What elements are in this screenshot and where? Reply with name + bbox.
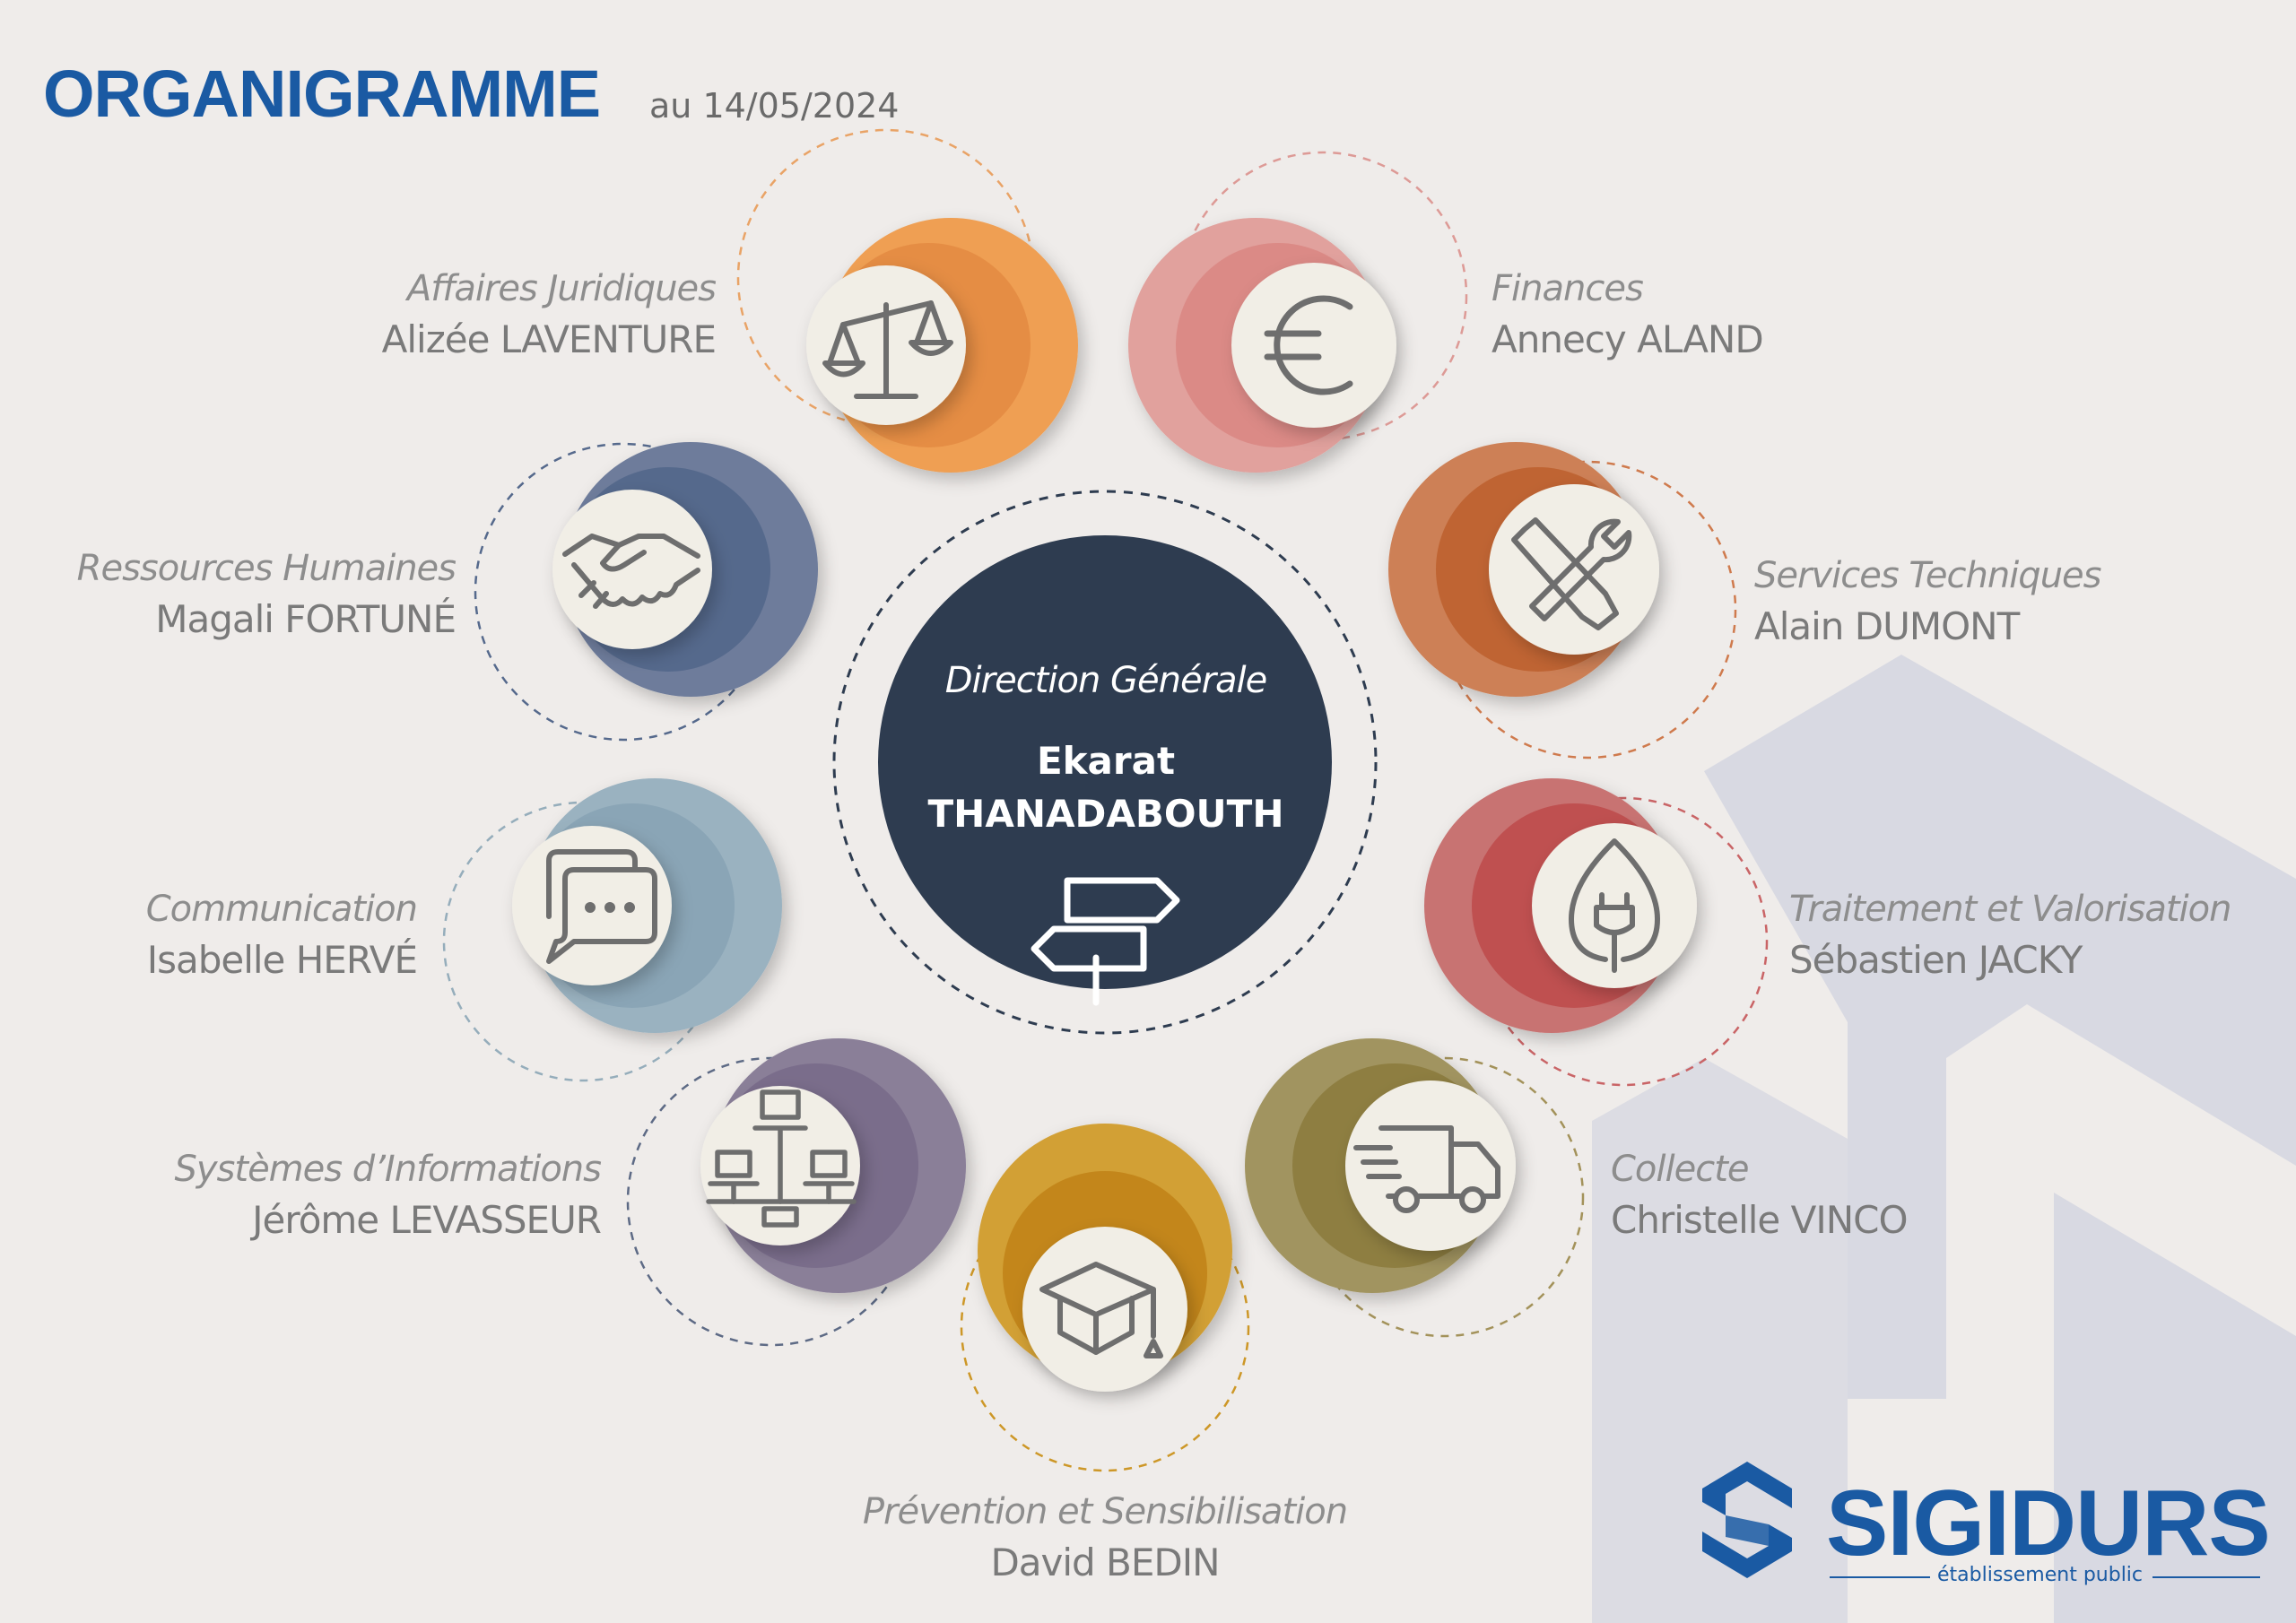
logo-rule-left: [1830, 1576, 1930, 1578]
person-name: Sébastien JACKY: [1789, 938, 2083, 982]
department-name: Prévention et Sensibilisation: [862, 1491, 1348, 1532]
person-name: Alizée LAVENTURE: [381, 317, 717, 361]
center-first-name: Ekarat: [1036, 739, 1176, 783]
person-name: Isabelle HERVÉ: [146, 938, 418, 982]
ring-collecte: [1303, 1056, 1585, 1338]
department-name: Systèmes d’Informations: [174, 1149, 602, 1190]
node-communication: [512, 778, 782, 1033]
person-name: Annecy ALAND: [1492, 317, 1764, 361]
handshake-icon: [562, 534, 700, 609]
department-name: Communication: [145, 889, 418, 930]
center-last-name: THANADABOUTH: [927, 791, 1284, 836]
department-name: Ressources Humaines: [76, 548, 457, 589]
icon-disc: [1489, 484, 1659, 655]
watermark-logo-shape: [1592, 655, 2296, 1623]
node-prevention: [978, 1124, 1232, 1392]
leaf-plug-icon: [1569, 838, 1660, 973]
person-name: Alain DUMONT: [1754, 604, 2020, 648]
node-traitement: [1424, 778, 1697, 1033]
label-juridique: Affaires Juridiques Alizée LAVENTURE: [381, 268, 717, 361]
department-name: Services Techniques: [1754, 555, 2101, 596]
page-title: ORGANIGRAMME: [43, 56, 601, 131]
node-si: [700, 1038, 966, 1293]
department-name: Finances: [1492, 268, 1644, 309]
sigidurs-tagline: établissement public: [1937, 1564, 2144, 1586]
node-collecte: [1245, 1038, 1516, 1293]
person-name: Magali FORTUNÉ: [155, 597, 457, 641]
department-name: Affaires Juridiques: [406, 268, 717, 309]
person-name: David BEDIN: [990, 1541, 1220, 1584]
direction-generale-node: [832, 490, 1378, 1035]
center-person: Ekarat THANADABOUTH: [873, 735, 1339, 841]
label-finances: Finances Annecy ALAND: [1492, 268, 1764, 361]
department-nodes: [512, 218, 1697, 1392]
node-rh: [552, 442, 818, 697]
department-name: Collecte: [1611, 1149, 1750, 1190]
person-name: Jérôme LEVASSEUR: [252, 1198, 602, 1242]
label-si: Systèmes d’Informations Jérôme LEVASSEUR: [174, 1149, 602, 1242]
page-date: au 14/05/2024: [649, 86, 900, 126]
tools-icon: [1511, 517, 1632, 630]
icon-disc: [552, 490, 712, 649]
node-finances: [1128, 218, 1396, 473]
person-name: Christelle VINCO: [1611, 1198, 1909, 1242]
ring-finances: [1178, 151, 1468, 441]
label-communication: Communication Isabelle HERVÉ: [145, 889, 418, 982]
icon-disc: [1231, 263, 1396, 428]
network-icon: [706, 1089, 857, 1228]
ring-traitement: [1478, 796, 1769, 1087]
sigidurs-logo-icon: [1702, 1462, 1792, 1578]
label-rh: Ressources Humaines Magali FORTUNÉ: [76, 548, 457, 641]
truck-icon: [1353, 1125, 1500, 1213]
graduation-cap-icon: [1039, 1262, 1163, 1358]
node-techniques: [1388, 442, 1659, 697]
chat-icon: [546, 849, 657, 964]
signpost-icon: [1031, 877, 1180, 1006]
label-collecte: Collecte Christelle VINCO: [1611, 1149, 1909, 1242]
center-dashed-ring: [832, 490, 1378, 1035]
label-techniques: Services Techniques Alain DUMONT: [1754, 556, 2101, 647]
euro-icon: [1264, 295, 1353, 395]
icon-disc: [1345, 1081, 1516, 1251]
label-prevention: Prévention et Sensibilisation David BEDI…: [836, 1492, 1374, 1584]
center-department: Direction Générale: [944, 660, 1268, 701]
label-traitement: Traitement et Valorisation Sébastien JAC…: [1789, 890, 2231, 981]
center-disc: [878, 535, 1332, 989]
logo-rule-right: [2152, 1576, 2260, 1578]
department-name: Traitement et Valorisation: [1789, 889, 2231, 930]
sigidurs-logo-text: SIGIDURS: [1826, 1471, 2271, 1575]
node-juridique: [806, 218, 1078, 473]
scales-icon: [822, 300, 953, 399]
